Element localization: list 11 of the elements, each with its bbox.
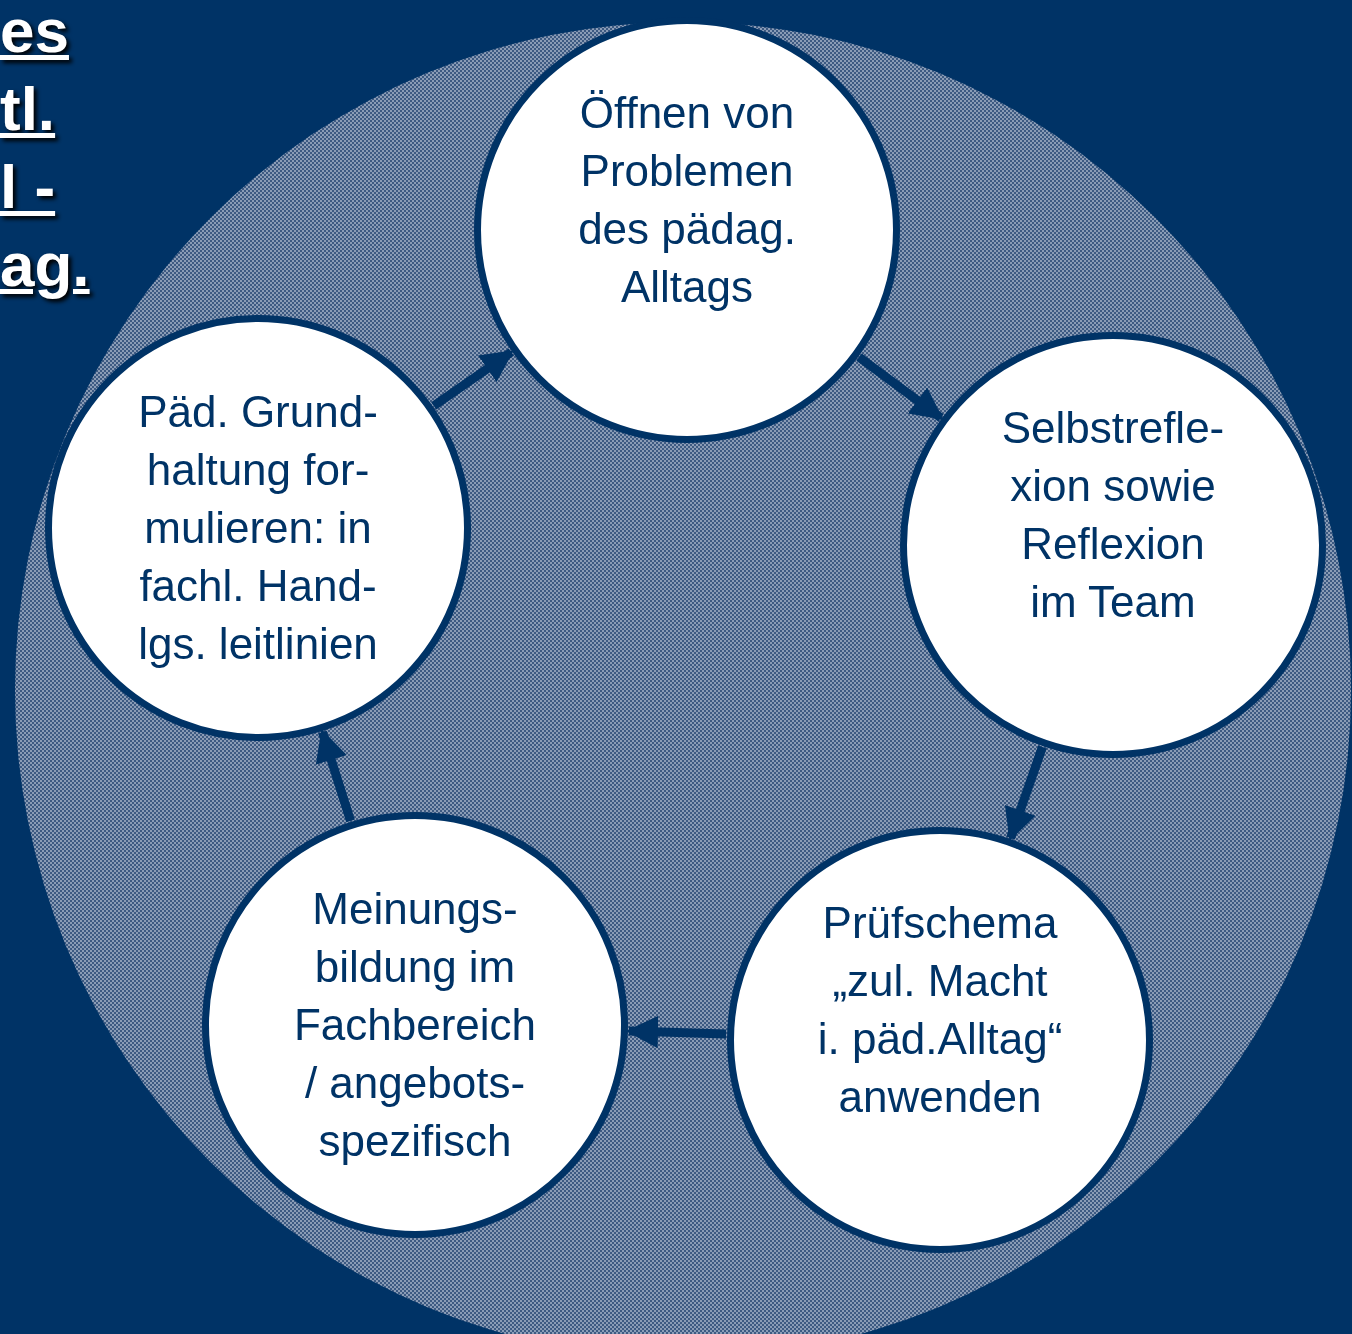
heading-fragment: l - <box>0 156 56 218</box>
step-text: Öffnen von Problemen des pädag. Alltags <box>577 87 797 313</box>
arrow <box>625 1015 727 1049</box>
step-text: Meinungs- bildung im Fachbereich / angebots- spezifisch <box>292 883 538 1167</box>
heading-fragment: es <box>0 0 69 62</box>
heading-fragment: tl. <box>0 78 56 140</box>
arrow <box>315 728 355 823</box>
step-text: Prüfschema „zul. Macht i. päd.Alltag“ anwenden <box>817 897 1063 1123</box>
step-text: Päd. Grund- haltung for- mulieren: in fachl. Hand- lgs. leitlinien <box>137 386 379 670</box>
arrow <box>856 353 944 422</box>
step-text: Selbstrefle- xion sowie Reflexion im Team <box>1000 402 1226 628</box>
